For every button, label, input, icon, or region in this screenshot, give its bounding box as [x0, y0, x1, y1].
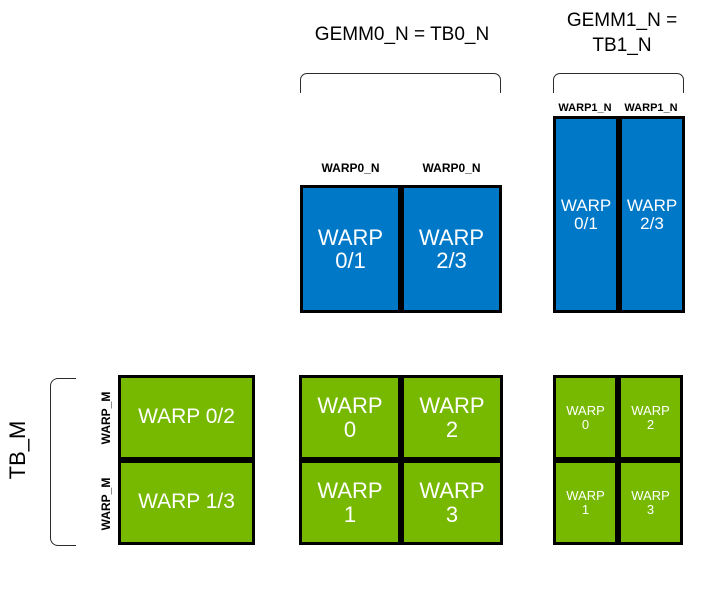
mid-green-warp-tile[interactable]: WARP 2	[401, 375, 503, 460]
right-green-warp-tile[interactable]: WARP 0	[553, 375, 618, 460]
gemm1-warp-tile[interactable]: WARP 0/1	[553, 116, 619, 313]
caption-warp0-n-right: WARP0_N	[422, 161, 481, 175]
gemm0-span-bracket	[300, 73, 501, 93]
gemm1-title: GEMM1_N = TB1_N	[566, 10, 678, 56]
left-green-warp-tile[interactable]: WARP 1/3	[118, 460, 255, 545]
mid-green-warp-tile[interactable]: WARP 3	[401, 460, 503, 545]
gemm1-warp-tile[interactable]: WARP 2/3	[619, 116, 685, 313]
right-green-warp-tile[interactable]: WARP 1	[553, 460, 618, 545]
gemm0-warp-tile[interactable]: WARP 2/3	[401, 185, 502, 313]
gemm0-title: GEMM0_N = TB0_N	[314, 24, 490, 45]
tb-m-label: TB_M	[5, 420, 30, 480]
caption-warp-m-bottom: WARP_M	[99, 477, 113, 531]
caption-warp0-n-left: WARP0_N	[321, 161, 380, 175]
right-green-warp-tile[interactable]: WARP 2	[618, 375, 683, 460]
tb-m-bracket	[50, 378, 76, 546]
mid-green-warp-tile[interactable]: WARP 0	[299, 375, 401, 460]
right-green-warp-tile[interactable]: WARP 3	[618, 460, 683, 545]
gemm1-span-bracket	[553, 73, 684, 93]
caption-warp-m-top: WARP_M	[99, 391, 113, 445]
left-green-warp-tile[interactable]: WARP 0/2	[118, 375, 255, 460]
caption-warp1-n-left: WARP1_N	[558, 102, 612, 114]
gemm0-warp-tile[interactable]: WARP 0/1	[300, 185, 401, 313]
mid-green-warp-tile[interactable]: WARP 1	[299, 460, 401, 545]
caption-warp1-n-right: WARP1_N	[624, 102, 678, 114]
